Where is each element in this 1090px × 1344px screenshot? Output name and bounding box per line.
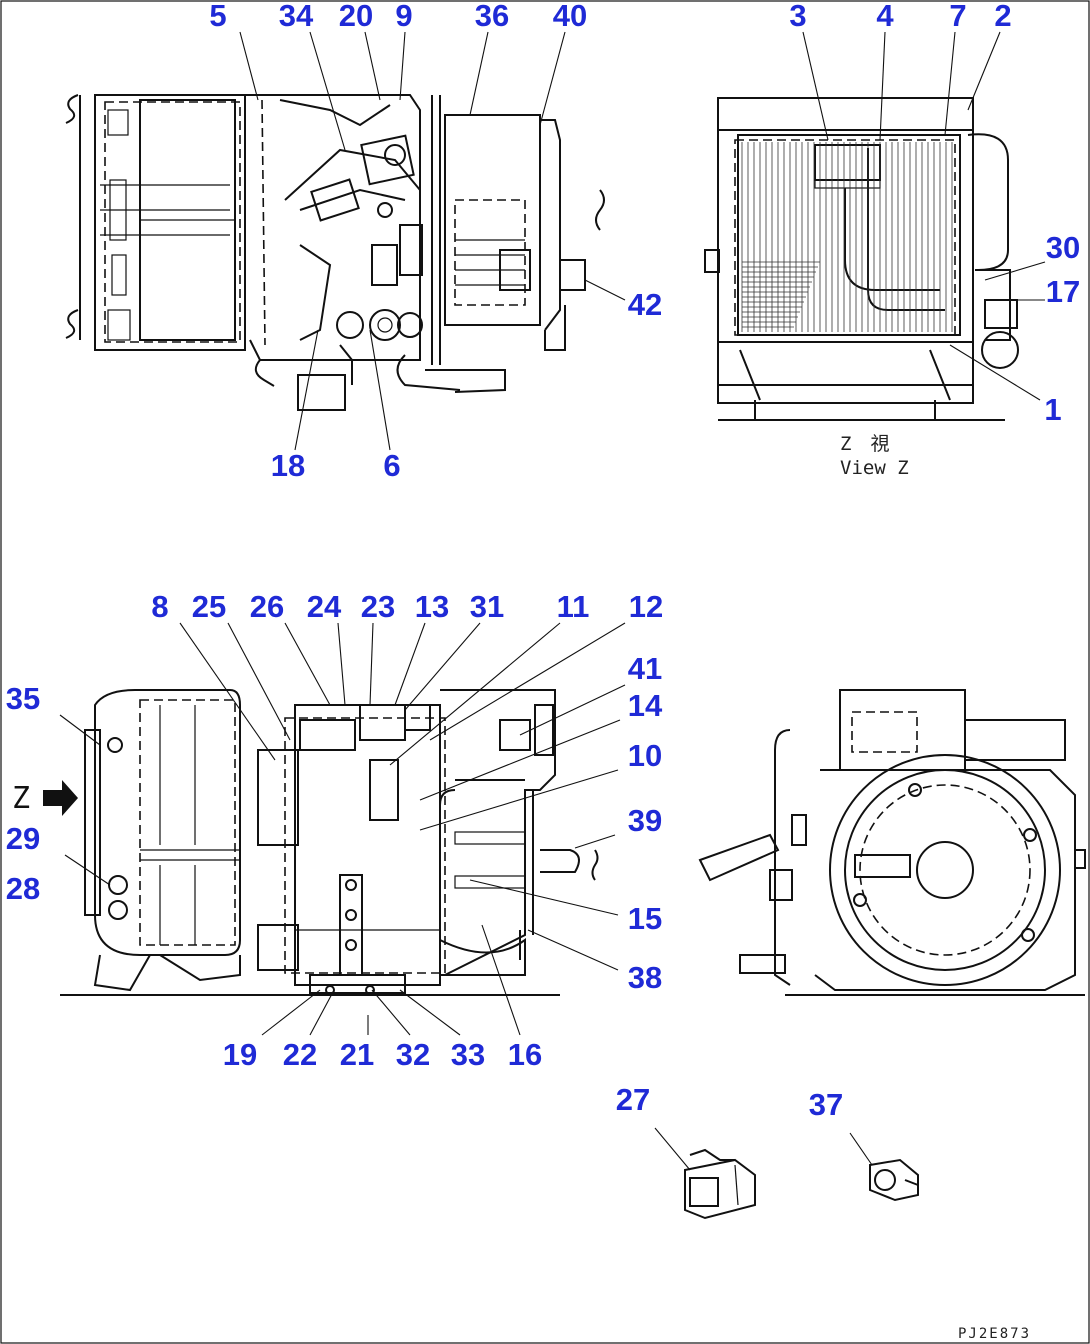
callout-33: 33 [451, 1037, 485, 1072]
callout-35: 35 [6, 681, 40, 716]
callout-2: 2 [994, 0, 1011, 33]
callout-41: 41 [628, 651, 662, 686]
leader-37 [849, 1132, 873, 1166]
callout-42: 42 [628, 287, 662, 322]
callout-31: 31 [470, 589, 504, 624]
callout-29: 29 [6, 821, 40, 856]
callout-9: 9 [395, 0, 412, 33]
view-z-drawing [704, 97, 1019, 421]
callout-14: 14 [628, 688, 663, 723]
callout-13: 13 [415, 589, 449, 624]
front-view [60, 689, 599, 996]
part-27-duct [684, 1148, 756, 1220]
front-leaders [59, 622, 626, 1036]
callout-7: 7 [949, 0, 966, 33]
callout-36: 36 [475, 0, 509, 33]
callout-1: 1 [1044, 392, 1061, 427]
view-z-caption-jp: Z 視 [840, 433, 889, 455]
callout-19: 19 [223, 1037, 257, 1072]
z-direction-arrow [43, 780, 78, 816]
view-z-fins [741, 142, 953, 332]
callout-15: 15 [628, 901, 662, 936]
callout-26: 26 [250, 589, 284, 624]
top-left-leaders [239, 31, 626, 451]
callout-25: 25 [192, 589, 226, 624]
callout-20: 20 [339, 0, 373, 33]
view-z-caption-en: View Z [840, 457, 909, 479]
callout-12: 12 [629, 589, 663, 624]
callout-37: 37 [809, 1087, 843, 1122]
callout-18: 18 [271, 448, 305, 483]
callout-4: 4 [876, 0, 894, 33]
callout-39: 39 [628, 803, 662, 838]
callout-16: 16 [508, 1037, 542, 1072]
drawing-code: PJ2E873 [958, 1326, 1031, 1342]
callout-5: 5 [209, 0, 226, 33]
callout-8: 8 [151, 589, 168, 624]
callout-32: 32 [396, 1037, 430, 1072]
callout-34: 34 [279, 0, 314, 33]
callout-10: 10 [628, 738, 662, 773]
callout-21: 21 [340, 1037, 374, 1072]
view-z-leaders [802, 31, 1046, 401]
callout-17: 17 [1046, 274, 1080, 309]
callout-3: 3 [789, 0, 806, 33]
callout-23: 23 [361, 589, 395, 624]
callout-22: 22 [283, 1037, 317, 1072]
callout-28: 28 [6, 871, 40, 906]
callout-11: 11 [557, 589, 590, 624]
callout-38: 38 [628, 960, 662, 995]
part-37-grommet [869, 1158, 919, 1202]
callout-24: 24 [307, 589, 342, 624]
top-left-view [65, 94, 605, 411]
leader-27 [654, 1127, 691, 1171]
z-marker: Z [12, 781, 30, 816]
callout-30: 30 [1046, 230, 1080, 265]
callout-6: 6 [383, 448, 400, 483]
rear-view [698, 689, 1086, 996]
callout-27: 27 [616, 1082, 650, 1117]
callout-40: 40 [553, 0, 587, 33]
